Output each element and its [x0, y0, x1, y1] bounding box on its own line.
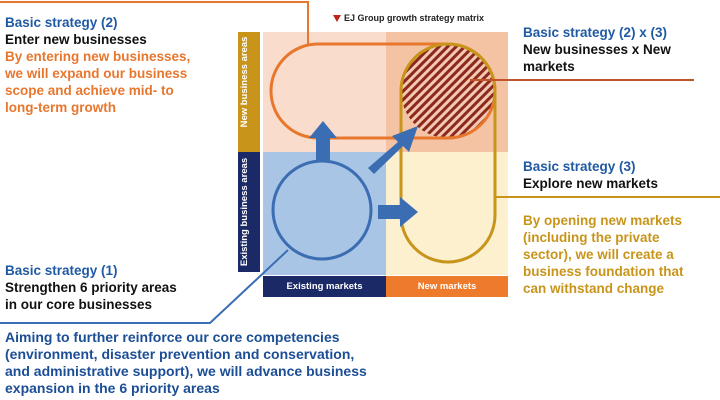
- strategy1-heading: Basic strategy (1): [5, 263, 118, 278]
- blue-circle-existing: [271, 159, 373, 261]
- strategy1-title-line: in our core businesses: [5, 297, 153, 312]
- gold-pill-explore-new-markets: [399, 42, 497, 264]
- connector-strategy1: [0, 249, 289, 324]
- strategy1-desc: Aiming to further reinforce our core com…: [5, 329, 367, 397]
- strategy23-title-line: markets: [523, 59, 575, 74]
- axis-label-new-markets-box: [386, 276, 508, 297]
- strategy2-block: Basic strategy (2) Enter new businesses …: [5, 14, 190, 116]
- axis-label-existing-business-box: [238, 152, 260, 272]
- axis-label-existing-markets-box: [263, 276, 386, 297]
- strategy23-heading: Basic strategy (2) x (3): [523, 25, 668, 40]
- axis-label-new-business-box: [238, 32, 260, 152]
- strategy3-desc-line: can withstand change: [523, 281, 665, 296]
- strategy2-desc-line: long-term growth: [5, 100, 116, 115]
- strategy3-desc-line: sector), we will create a: [523, 247, 674, 262]
- strategy23-title-line: New businesses x New: [523, 42, 671, 57]
- strategy2-title: Enter new businesses: [5, 32, 147, 47]
- strategy3-title: Explore new markets: [523, 176, 659, 191]
- arrow-right-icon: [378, 197, 418, 227]
- strategy1-desc-line: and administrative support), we will adv…: [5, 363, 367, 379]
- strategy1-title-line: Strengthen 6 priority areas: [5, 280, 177, 295]
- arrow-diagonal-icon: [368, 126, 418, 174]
- axis-label-existing-markets: Existing markets: [286, 281, 363, 292]
- strategy3-desc: By opening new markets (including the pr…: [523, 212, 684, 297]
- strategy3-desc-line: business foundation that: [523, 264, 684, 279]
- strategy2-desc-line: scope and achieve mid- to: [5, 83, 174, 98]
- arrow-up-icon: [309, 121, 337, 160]
- strategy1-desc-line: (environment, disaster prevention and co…: [5, 346, 355, 362]
- axis-label-new-business-areas: New business areas: [239, 36, 250, 128]
- strategy23-block: Basic strategy (2) x (3) New businesses …: [523, 24, 671, 75]
- strategy3-block: Basic strategy (3) Explore new markets: [523, 158, 658, 192]
- strategy3-desc-line: By opening new markets: [523, 213, 683, 228]
- strategy2-desc-line: we will expand our business: [5, 66, 188, 81]
- title-marker-icon: [333, 15, 341, 22]
- connector-strategy2: [0, 1, 309, 44]
- strategy2-heading: Basic strategy (2): [5, 15, 118, 30]
- matrix-title: EJ Group growth strategy matrix: [344, 13, 485, 23]
- strategy1-block: Basic strategy (1) Strengthen 6 priority…: [5, 262, 177, 313]
- strategy2-desc-line: By entering new businesses,: [5, 49, 191, 64]
- strategy3-desc-line: (including the private: [523, 230, 660, 245]
- hatched-circle-new-business-new-market: [401, 44, 495, 138]
- strategy3-heading: Basic strategy (3): [523, 159, 636, 174]
- strategy1-desc-line: Aiming to further reinforce our core com…: [5, 329, 340, 345]
- axis-label-existing-business-areas: Existing business areas: [239, 157, 250, 267]
- strategy1-desc-line: expansion in the 6 priority areas: [5, 380, 220, 396]
- axis-label-new-markets: New markets: [417, 281, 477, 292]
